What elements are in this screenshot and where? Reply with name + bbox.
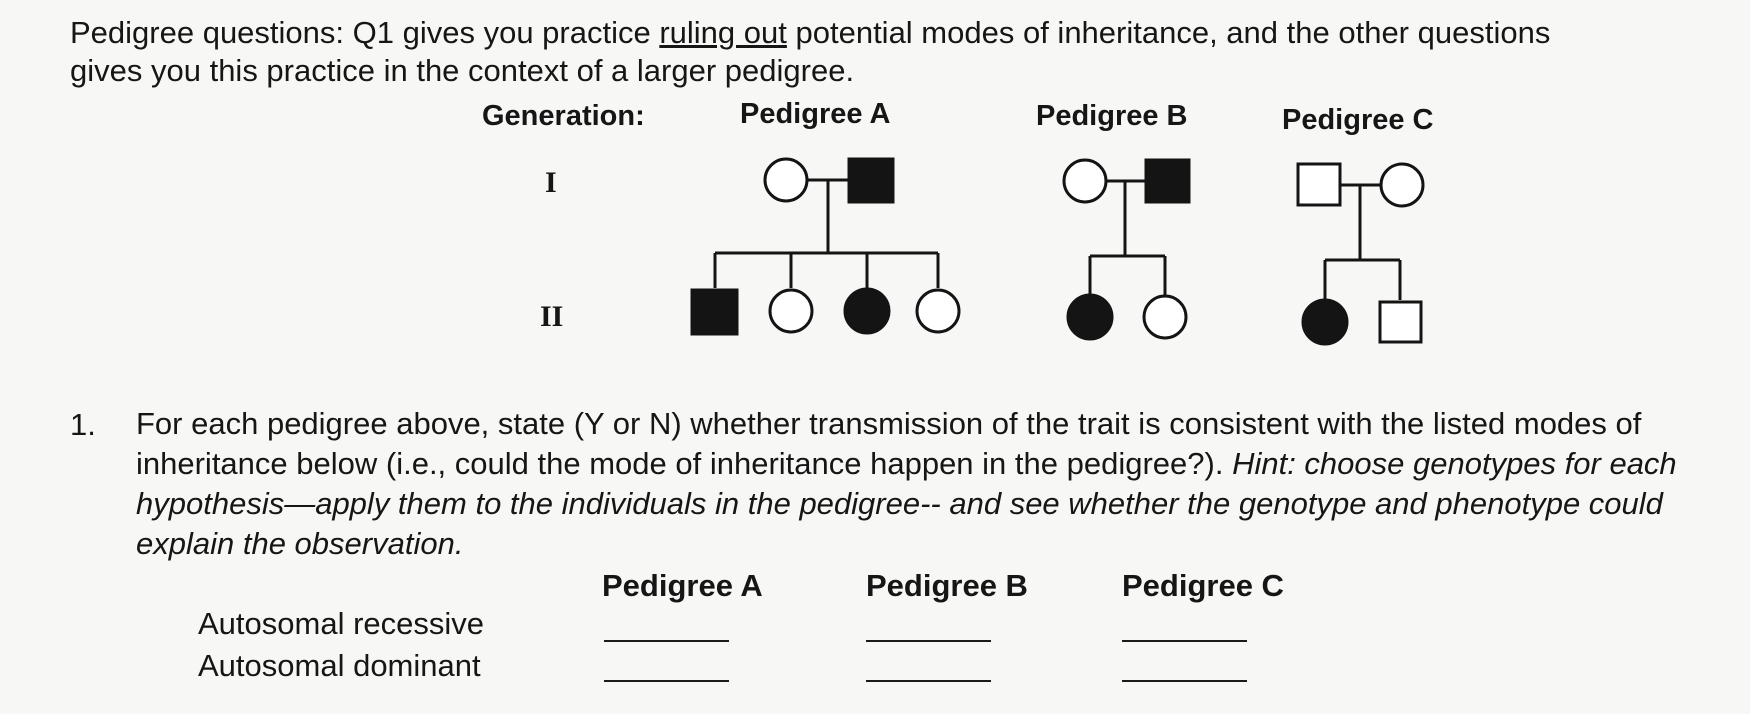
generation-ii-label: II: [540, 300, 564, 333]
pedigree-a-child-unaffected-female: [915, 288, 961, 334]
column-header-pedigree-a: Pedigree A: [602, 568, 763, 603]
generation-label: Generation:: [482, 100, 645, 132]
answer-blank-dominant-b[interactable]: [866, 680, 991, 682]
answer-blank-dominant-c[interactable]: [1122, 680, 1247, 682]
answer-blank-dominant-a[interactable]: [604, 680, 729, 682]
column-header-pedigree-c: Pedigree C: [1122, 568, 1284, 603]
pedigree-c-title: Pedigree C: [1282, 104, 1434, 136]
intro-paragraph: Pedigree questions: Q1 gives you practic…: [70, 14, 1630, 90]
generation-i-label: I: [545, 166, 557, 199]
pedigree-a-child-affected-male: [690, 288, 739, 336]
pedigree-c-father-unaffected-male: [1296, 162, 1342, 207]
pedigree-b-child-unaffected-female: [1142, 294, 1188, 340]
row-label-autosomal-dominant: Autosomal dominant: [198, 648, 481, 683]
pedigree-b-father-affected-male: [1144, 158, 1191, 204]
question-body: For each pedigree above, state (Y or N) …: [136, 406, 1642, 481]
intro-underlined-text: ruling out: [659, 15, 787, 50]
pedigree-b-title: Pedigree B: [1036, 100, 1188, 132]
pedigree-c-mother-unaffected-female: [1379, 162, 1425, 208]
question-hint: Hint: choose genotypes for each hypothes…: [136, 446, 1677, 561]
pedigree-a-child-affected-female: [843, 287, 891, 335]
question-number: 1.: [70, 407, 96, 442]
intro-text-2: potential modes of inheritance, and the …: [70, 15, 1551, 88]
row-label-autosomal-recessive: Autosomal recessive: [198, 606, 485, 641]
pedigree-b-mother-unaffected-female: [1062, 158, 1108, 204]
pedigree-a-child-unaffected-female: [768, 288, 814, 334]
question-text: For each pedigree above, state (Y or N) …: [136, 404, 1726, 564]
pedigree-a-mother-unaffected-female: [763, 157, 809, 203]
answer-blank-recessive-c[interactable]: [1122, 640, 1247, 642]
pedigree-c-child-unaffected-male: [1378, 300, 1423, 344]
pedigree-a-title: Pedigree A: [740, 98, 891, 130]
pedigree-a-father-affected-male: [847, 157, 895, 204]
column-header-pedigree-b: Pedigree B: [866, 568, 1028, 603]
intro-text-1: Pedigree questions: Q1 gives you practic…: [70, 15, 660, 50]
pedigree-b-child-affected-female: [1066, 293, 1114, 341]
answer-blank-recessive-b[interactable]: [866, 640, 991, 642]
answer-blank-recessive-a[interactable]: [604, 640, 729, 642]
pedigree-c-child-affected-female: [1301, 298, 1349, 346]
